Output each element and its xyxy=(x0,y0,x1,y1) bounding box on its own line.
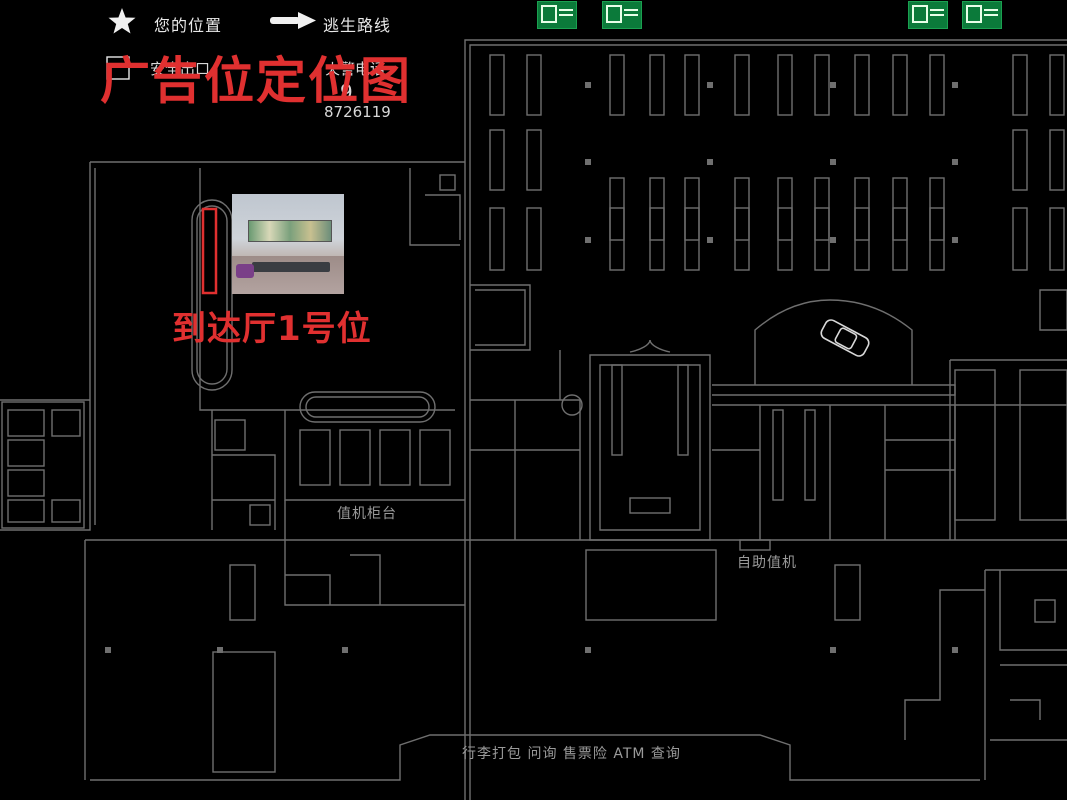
arrow-right-icon xyxy=(270,12,316,29)
page-title: 广告位定位图 xyxy=(100,52,412,110)
self-checkin-label: 自助值机 xyxy=(737,555,797,571)
checkin-counter-label: 值机柜台 xyxy=(337,506,397,522)
ad-position-label: 到达厅1号位 xyxy=(172,309,372,349)
phone-number: 8726119 xyxy=(324,103,391,121)
star-icon xyxy=(108,8,136,34)
ad-marker[interactable] xyxy=(201,207,218,295)
emergency-exit-sign-icon xyxy=(602,1,642,29)
emergency-exit-sign-icon xyxy=(908,1,948,29)
car-icon xyxy=(820,319,870,357)
legend-fire-phone: 火警电话 xyxy=(325,60,386,78)
legend-you-are-here: 您的位置 xyxy=(154,16,223,35)
legend-escape-route: 逃生路线 xyxy=(323,16,392,35)
baggage-hall-photo[interactable] xyxy=(232,194,344,294)
emergency-exit-sign-icon xyxy=(537,1,577,29)
services-label: 行李打包 问询 售票险 ATM 查询 xyxy=(462,746,681,762)
phone-number-digit: 9 xyxy=(340,80,353,104)
legend-safe-exit: 安全出口 xyxy=(150,60,211,78)
emergency-exit-sign-icon xyxy=(962,1,1002,29)
